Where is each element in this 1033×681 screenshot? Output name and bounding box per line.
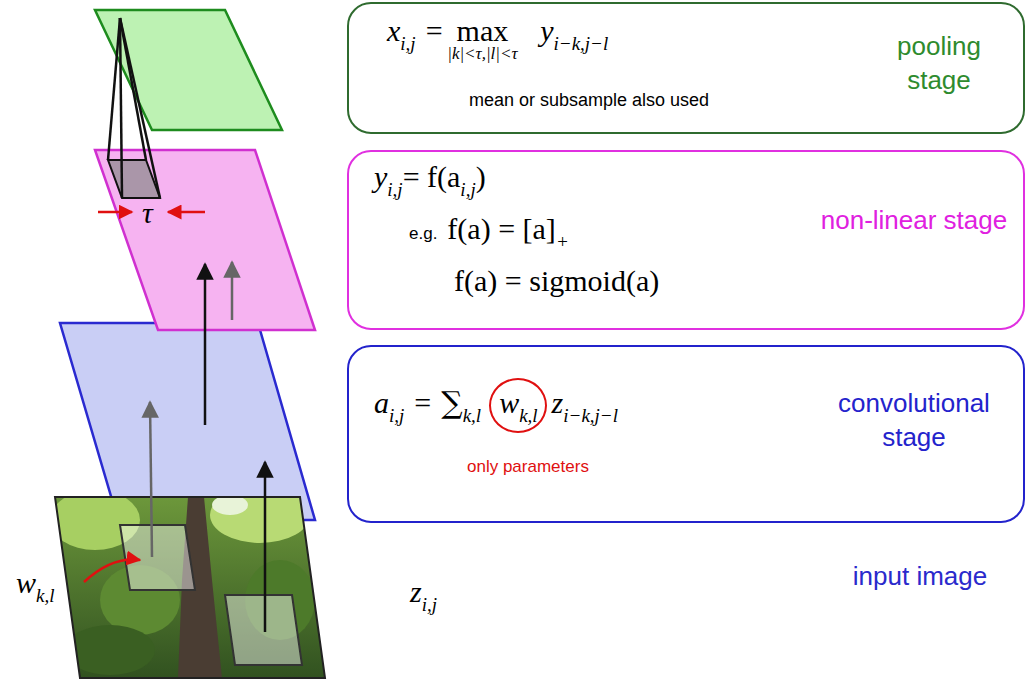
math-symbol: a (374, 386, 389, 419)
example-marker: e.g. (409, 224, 437, 243)
flow-arrow (231, 262, 234, 320)
subscript: k,l (463, 405, 481, 426)
tau-arrow (98, 211, 132, 214)
illustration-part (108, 18, 120, 160)
math-symbol: z (552, 386, 564, 419)
equals-sign: = (426, 14, 443, 47)
flow-arrow (150, 402, 152, 557)
math-symbol: z (410, 575, 422, 608)
stage-box: yi,j= f(ai,j)e.g.f(a) = [a]+f(a) = sigmo… (347, 150, 1025, 330)
text-row: convolutional stage (814, 387, 1014, 455)
math-symbol: y (374, 160, 387, 193)
text-row: wk,l (16, 566, 54, 607)
illustration-part (120, 18, 122, 198)
illustration-part (120, 18, 160, 198)
text-row: non-linear stage (819, 204, 1009, 238)
text-row: zi,j (410, 575, 437, 616)
text-row: only parameters (467, 457, 589, 477)
stage-label: pooling stage (864, 30, 1014, 98)
subscript: k,l (36, 585, 54, 606)
math-symbol: y (540, 14, 553, 47)
stage-label: input image (840, 560, 1000, 594)
operator-name: max (457, 14, 509, 47)
text-row: pooling stage (864, 30, 1014, 98)
subscript: i,j (387, 179, 402, 200)
text-row: mean or subsample also used (469, 90, 709, 111)
math-expression: = f(a (403, 160, 461, 193)
text-row: e.g. f(a) = [a]+ (409, 212, 569, 253)
tau-arrow (168, 211, 205, 214)
text-row: τ (142, 196, 153, 230)
subscript: i,j (389, 405, 404, 426)
stage-box: xi,j = max|k|<τ,|l|<τ yi−k,j−l mean or subsa… (347, 2, 1025, 134)
subscript: i−k,j−l (563, 405, 618, 426)
input-photo (40, 487, 340, 681)
sum-symbol: ∑ (441, 385, 462, 420)
text-row: input image (840, 560, 1000, 594)
flow-arrow (264, 462, 267, 632)
stage-label: convolutional stage (814, 387, 1014, 455)
math-symbol: x (387, 14, 400, 47)
text-row: yi,j= f(ai,j) (374, 160, 486, 201)
equals-sign: = (414, 386, 431, 419)
subscript: i,j (422, 594, 437, 615)
subscript: i,j (460, 179, 475, 200)
stage-box: ai,j=∑k,lwk,lzi−k,j−lonly parametersconv… (347, 345, 1025, 523)
math-expression: f(a) = [a] (447, 212, 556, 245)
text-row: ai,j=∑k,lwk,lzi−k,j−l (374, 385, 618, 427)
weight-arrow (84, 559, 140, 582)
math-symbol: w (499, 386, 519, 419)
stage-label: non-linear stage (819, 204, 1009, 238)
math-symbol: τ (142, 196, 153, 229)
text-row: xi,j = max|k|<τ,|l|<τ yi−k,j−l (387, 14, 608, 55)
operator-range: |k|<τ,|l|<τ (447, 44, 517, 64)
flow-arrow (204, 264, 207, 425)
note-text: mean or subsample also used (469, 90, 709, 110)
patch (120, 525, 195, 590)
math-expression: f(a) = sigmoid(a) (454, 264, 659, 297)
subscript: k,l (519, 405, 537, 426)
math-symbol: w (16, 566, 36, 599)
subscript: i−k,j−l (554, 33, 609, 54)
patch (225, 595, 302, 665)
text-row: f(a) = sigmoid(a) (454, 264, 659, 298)
math-expression: ) (476, 160, 486, 193)
illustration-part (210, 487, 310, 543)
photo-border (55, 497, 325, 678)
subscript: i,j (400, 33, 415, 54)
pool-pyramid (108, 18, 160, 198)
callout-note: only parameters (467, 457, 589, 476)
conv-plane (60, 323, 315, 520)
subscript: + (556, 231, 569, 252)
max-operator: max|k|<τ,|l|<τ (457, 14, 509, 48)
